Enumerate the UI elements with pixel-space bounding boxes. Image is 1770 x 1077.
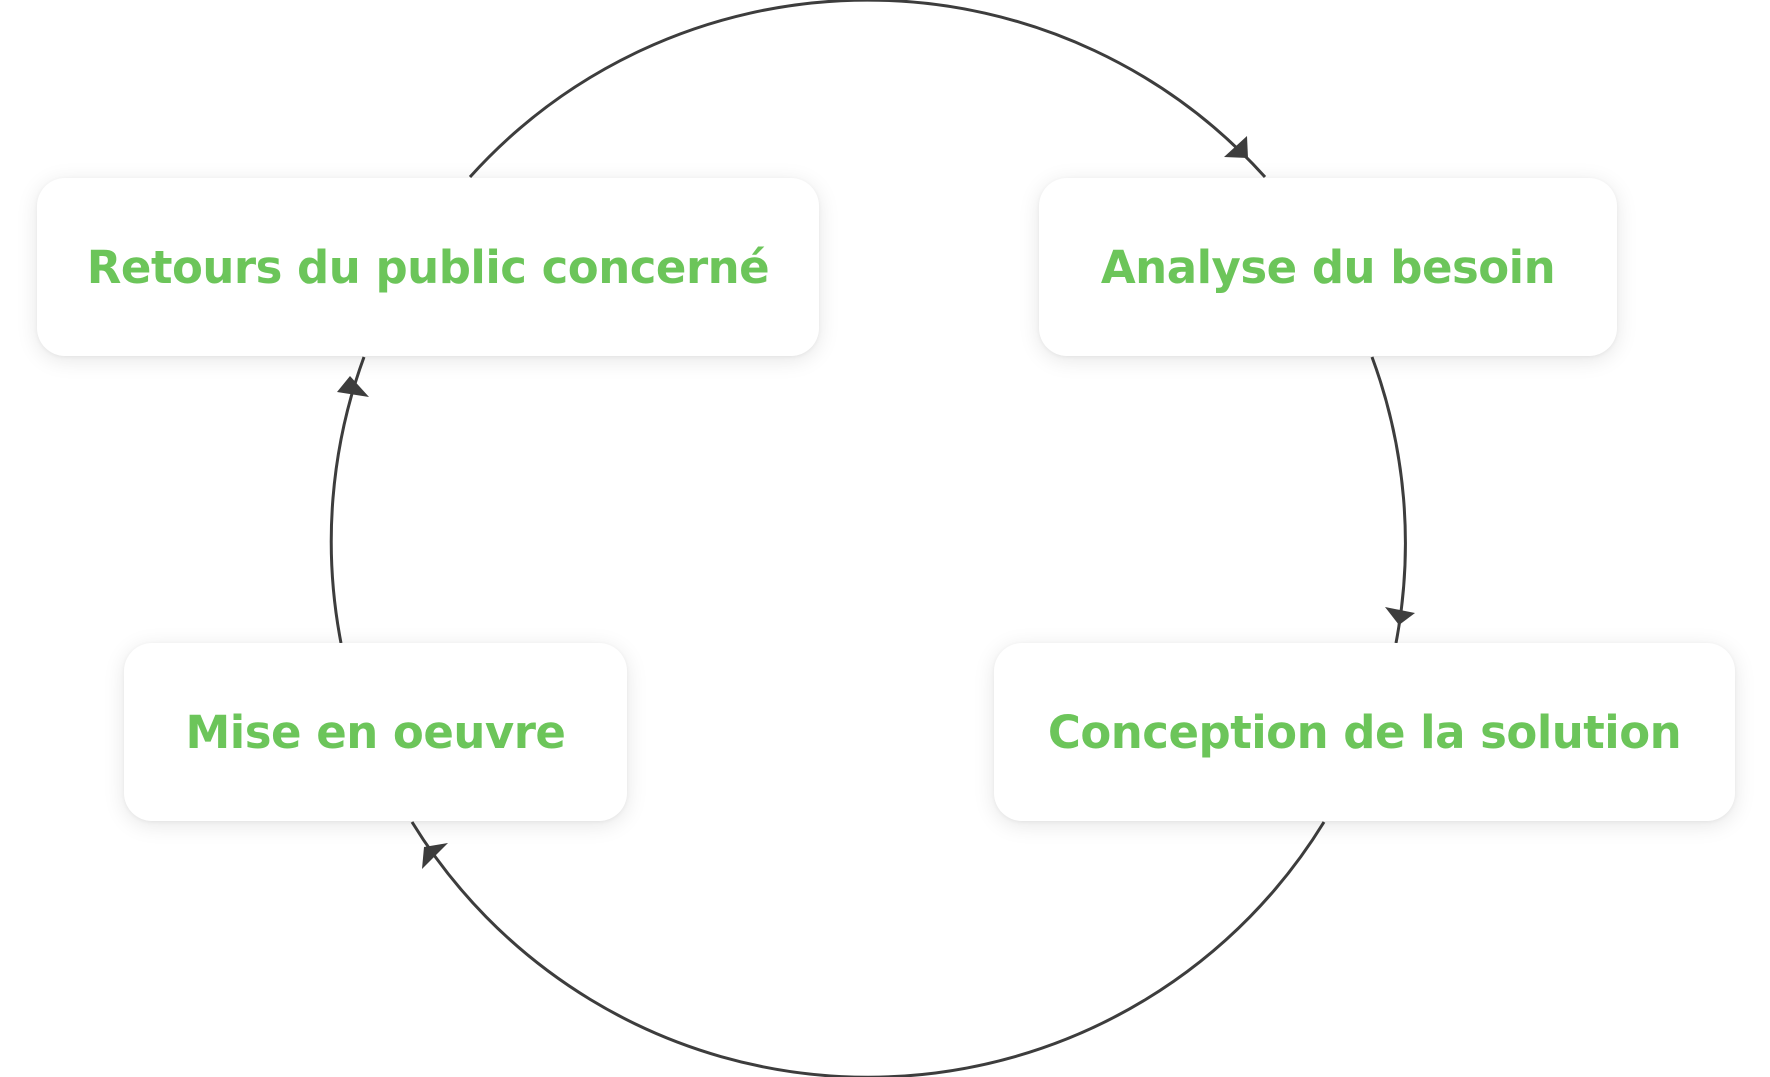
arrow-head-icon — [422, 843, 448, 869]
step-label-launch: Mise en oeuvre — [185, 705, 566, 759]
arc-launch-to-feedback — [329, 356, 366, 644]
arrow-head-icon — [337, 376, 369, 397]
arrow-head-icon — [1385, 607, 1415, 625]
arc-feedback-to-analysis — [468, 0, 1267, 179]
step-card-launch: Mise en oeuvre — [124, 643, 627, 821]
step-card-design: Conception de la solution — [994, 643, 1735, 821]
step-card-feedback: Retours du public concerné — [37, 178, 819, 356]
step-card-analysis: Analyse du besoin — [1039, 178, 1617, 356]
arrow-head-icon — [1224, 136, 1248, 158]
step-label-analysis: Analyse du besoin — [1100, 240, 1556, 294]
step-label-feedback: Retours du public concerné — [86, 240, 770, 294]
arc-analysis-to-design — [1370, 356, 1407, 644]
step-label-design: Conception de la solution — [1047, 705, 1682, 759]
arc-design-to-launch — [410, 821, 1326, 1077]
